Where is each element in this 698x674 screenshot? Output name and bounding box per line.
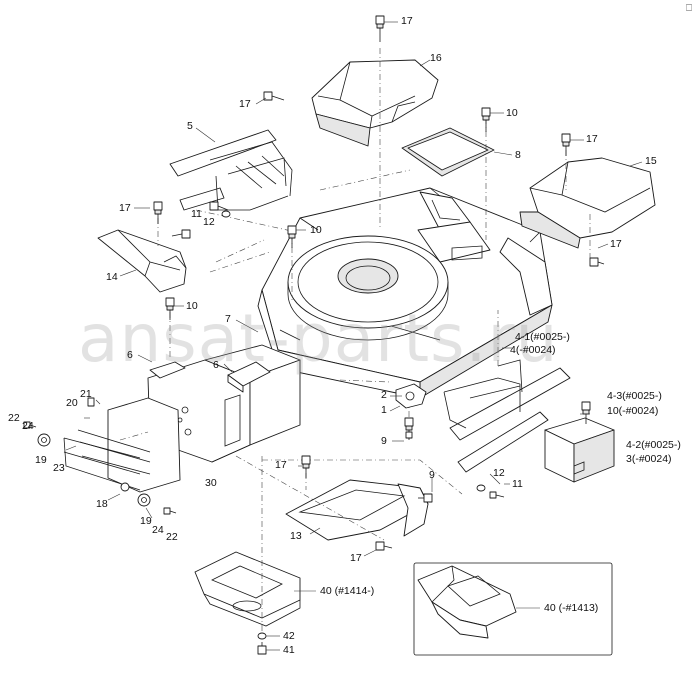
callout-17: 17 [119, 202, 131, 214]
inset-variant-box [413, 562, 613, 656]
bolt-icon [481, 107, 491, 132]
callout-24: 24 [22, 420, 34, 432]
cover-15 [519, 157, 656, 249]
bolt-icon [23, 421, 37, 429]
washer-icon [137, 493, 151, 507]
bolt-icon [209, 201, 229, 211]
callout-9: 9 [429, 469, 435, 481]
watermark: ansat-parts.ru [78, 300, 559, 377]
plate-8 [401, 127, 495, 177]
swing-ring [287, 235, 449, 341]
callout-19: 19 [35, 454, 47, 466]
bolt-icon [257, 642, 267, 655]
callout-10: 10 [310, 224, 322, 236]
bolt-icon [405, 431, 413, 439]
gasket-1 [395, 383, 427, 409]
bolt-icon [263, 91, 285, 101]
callout-11: 11 [512, 478, 523, 490]
callout-16: 16 [430, 52, 442, 64]
callout-17: 17 [586, 133, 598, 145]
callout-6: 6 [127, 349, 133, 361]
under-cover-40a [194, 551, 301, 627]
bolt-icon [375, 541, 393, 551]
callout-17: 17 [401, 15, 413, 27]
callout-17: 17 [239, 98, 251, 110]
bolt-icon [489, 491, 505, 499]
callout-15: 15 [645, 155, 657, 167]
ensure-icon: ⎕ [686, 3, 692, 14]
bolt-icon [163, 507, 177, 515]
callout-22: 22 [8, 412, 20, 424]
bolt-icon [561, 133, 571, 156]
callout-40: 40 (#1414-) [320, 585, 375, 597]
box-4-2 [544, 417, 615, 483]
callout-6: 6 [213, 359, 219, 371]
callout-41: 41 [283, 644, 295, 656]
bolt-icon [87, 397, 95, 407]
callout-19: 19 [140, 515, 152, 527]
step-assembly-18 [63, 397, 181, 493]
bolt-icon [589, 257, 605, 267]
washer-icon [257, 632, 267, 640]
bolt-icon [418, 493, 433, 503]
callout-24: 24 [152, 524, 164, 536]
bolt-icon [581, 401, 591, 424]
callout-42: 42 [283, 630, 295, 642]
callout-5: 5 [187, 120, 193, 132]
bolt-icon [153, 201, 163, 224]
callout-14: 14 [106, 271, 118, 283]
callout-23: 23 [53, 462, 65, 474]
callout-11: 11 [191, 208, 202, 220]
callout-17: 17 [350, 552, 362, 564]
callout-18: 18 [96, 498, 108, 510]
callout-9: 9 [381, 435, 387, 447]
callout-4-1: 4-1(#0025-) [515, 331, 570, 343]
step-4-1 [443, 359, 571, 473]
bolts [23, 15, 605, 655]
callout-17: 17 [610, 238, 622, 250]
callout-3: 3(-#0024) [626, 453, 672, 465]
callout-4-3: 4-3(#0025-) [607, 390, 662, 402]
washer-icon [476, 484, 486, 492]
callout-12: 12 [203, 216, 215, 228]
callout-20: 20 [66, 397, 78, 409]
bolt-icon [165, 297, 175, 320]
callout-10: 10 [506, 107, 518, 119]
cover-16 [311, 59, 439, 147]
callout-7: 7 [225, 313, 231, 325]
callout-8: 8 [515, 149, 521, 161]
callout-4-2: 4-2(#0025-) [626, 439, 681, 451]
callout-30: 30 [205, 477, 217, 489]
washer-icon [221, 210, 231, 218]
leader-lines [65, 21, 643, 651]
washer-icon [37, 433, 51, 447]
callout-40: 40 (-#1413) [544, 602, 599, 614]
floor-plate-13 [285, 479, 429, 541]
step-5 [169, 129, 293, 211]
callout-1: 1 [381, 404, 387, 416]
callout-12: 12 [493, 467, 505, 479]
callout-2: 2 [381, 389, 387, 401]
bolt-icon [375, 15, 385, 42]
callout-10: 10(-#0024) [607, 405, 659, 417]
callout-22: 22 [166, 531, 178, 543]
callout-21: 21 [80, 388, 92, 400]
bracket-6 [227, 361, 271, 393]
cover-14 [97, 229, 187, 293]
callout-10: 10 [186, 300, 198, 312]
bolt-icon [301, 455, 311, 478]
callout-17: 17 [275, 459, 287, 471]
bolt-icon [171, 229, 191, 239]
callout-4: 4(-#0024) [510, 344, 556, 356]
callout-13: 13 [290, 530, 302, 542]
